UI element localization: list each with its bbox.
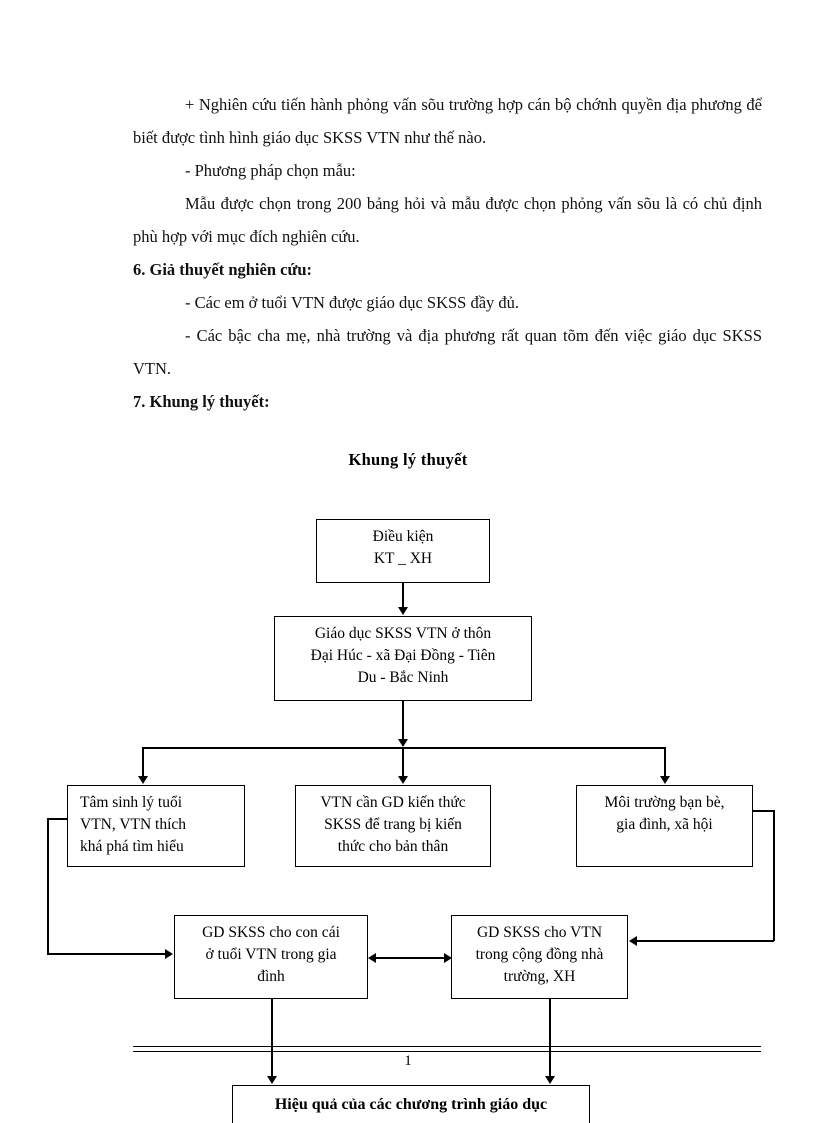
connector-community-to-outcome bbox=[549, 999, 551, 1079]
connector-environment-out bbox=[753, 810, 775, 812]
connector-bus-to-knowledge bbox=[402, 747, 404, 778]
node-environment-line-2: gia đình, xã hội bbox=[616, 816, 713, 833]
node-family-education: GD SKSS cho con cái ở tuổi VTN trong gia… bbox=[174, 915, 368, 999]
node-education-location-line-2: Đại Húc - xã Đại Đồng - Tiên bbox=[310, 647, 496, 664]
arrowhead-family-community-right bbox=[444, 953, 452, 963]
connector-family-to-outcome bbox=[271, 999, 273, 1079]
node-condition-line-1: Điều kiện bbox=[372, 528, 434, 545]
node-community-education-line-3: trường, XH bbox=[503, 968, 576, 985]
node-outcome-line-1: Hiệu quả của các chương trình giáo dục bbox=[274, 1096, 548, 1113]
node-education-location-line-1: Giáo dục SKSS VTN ở thôn bbox=[314, 625, 492, 642]
prose-body: + Nghiên cứu tiến hành phỏng vấn sõu trư… bbox=[133, 88, 762, 418]
node-knowledge-need-line-3: thức cho bản thân bbox=[337, 838, 449, 855]
node-condition-line-2: KT _ XH bbox=[373, 550, 433, 567]
connector-bus-to-environment bbox=[664, 747, 666, 778]
arrowhead-psychology-to-family bbox=[165, 949, 173, 959]
node-psychology-line-3: khá phá tìm hiểu bbox=[80, 838, 184, 855]
connector-family-community-bidirectional bbox=[375, 957, 445, 959]
arrowhead-environment-to-community bbox=[629, 936, 637, 946]
connector-psychology-down bbox=[47, 818, 49, 954]
node-condition: Điều kiện KT _ XH bbox=[316, 519, 490, 583]
node-community-education-line-1: GD SKSS cho VTN bbox=[476, 924, 603, 941]
paragraph-interview-method: + Nghiên cứu tiến hành phỏng vấn sõu trư… bbox=[133, 95, 762, 147]
node-family-education-line-3: đình bbox=[257, 968, 285, 985]
connector-condition-to-location bbox=[402, 583, 404, 609]
paragraph-sample-description: Mẫu được chọn trong 200 bảng hỏi và mẫu … bbox=[133, 194, 762, 246]
connector-environment-down bbox=[773, 810, 775, 941]
node-community-education-line-2: trong cộng đồng nhà bbox=[475, 946, 604, 963]
paragraph-sampling-heading: - Phương pháp chọn mẫu: bbox=[185, 161, 356, 180]
connector-psychology-to-family bbox=[47, 953, 166, 955]
arrowhead-family-to-outcome bbox=[267, 1076, 277, 1084]
connector-bus-to-psychology bbox=[142, 747, 144, 778]
heading-6-hypothesis: 6. Giả thuyết nghiên cứu: bbox=[133, 260, 313, 279]
node-family-education-line-2: ở tuổi VTN trong gia bbox=[205, 946, 337, 963]
node-knowledge-need-line-1: VTN cần GD kiến thức bbox=[320, 794, 466, 811]
node-knowledge-need-line-2: SKSS để trang bị kiến bbox=[324, 816, 462, 833]
node-environment: Môi trường bạn bè, gia đình, xã hội bbox=[576, 785, 753, 867]
node-psychology-line-2: VTN, VTN thích bbox=[80, 816, 187, 833]
node-family-education-line-1: GD SKSS cho con cái bbox=[202, 924, 340, 941]
diagram-title: Khung lý thuyết bbox=[348, 450, 468, 469]
arrowhead-bus-to-environment bbox=[660, 776, 670, 784]
node-psychology-line-1: Tâm sinh lý tuổi bbox=[80, 794, 183, 811]
connector-psychology-out bbox=[47, 818, 68, 820]
node-community-education: GD SKSS cho VTN trong cộng đồng nhà trườ… bbox=[451, 915, 628, 999]
footer-rule bbox=[133, 1046, 761, 1052]
heading-7-framework: 7. Khung lý thuyết: bbox=[133, 392, 270, 411]
arrowhead-bus-to-psychology bbox=[138, 776, 148, 784]
arrowhead-bus-to-knowledge bbox=[398, 776, 408, 784]
page-number: 1 bbox=[404, 1053, 412, 1069]
connector-location-to-bus bbox=[402, 701, 404, 743]
node-psychology: Tâm sinh lý tuổi VTN, VTN thích khá phá … bbox=[67, 785, 245, 867]
arrowhead-community-to-outcome bbox=[545, 1076, 555, 1084]
node-education-location: Giáo dục SKSS VTN ở thôn Đại Húc - xã Đạ… bbox=[274, 616, 532, 701]
connector-environment-to-community bbox=[637, 940, 774, 942]
arrowhead-family-community-left bbox=[368, 953, 376, 963]
paragraph-hypothesis-1: - Các em ở tuổi VTN được giáo dục SKSS đ… bbox=[185, 293, 520, 312]
node-outcome: Hiệu quả của các chương trình giáo dục bbox=[232, 1085, 590, 1123]
paragraph-hypothesis-2: - Các bậc cha mẹ, nhà trường và địa phươ… bbox=[133, 326, 762, 378]
arrowhead-location-to-bus bbox=[398, 739, 408, 747]
arrowhead-condition-to-location bbox=[398, 607, 408, 615]
node-environment-line-1: Môi trường bạn bè, bbox=[604, 794, 725, 811]
node-education-location-line-3: Du - Bắc Ninh bbox=[357, 669, 449, 686]
node-knowledge-need: VTN cần GD kiến thức SKSS để trang bị ki… bbox=[295, 785, 491, 867]
